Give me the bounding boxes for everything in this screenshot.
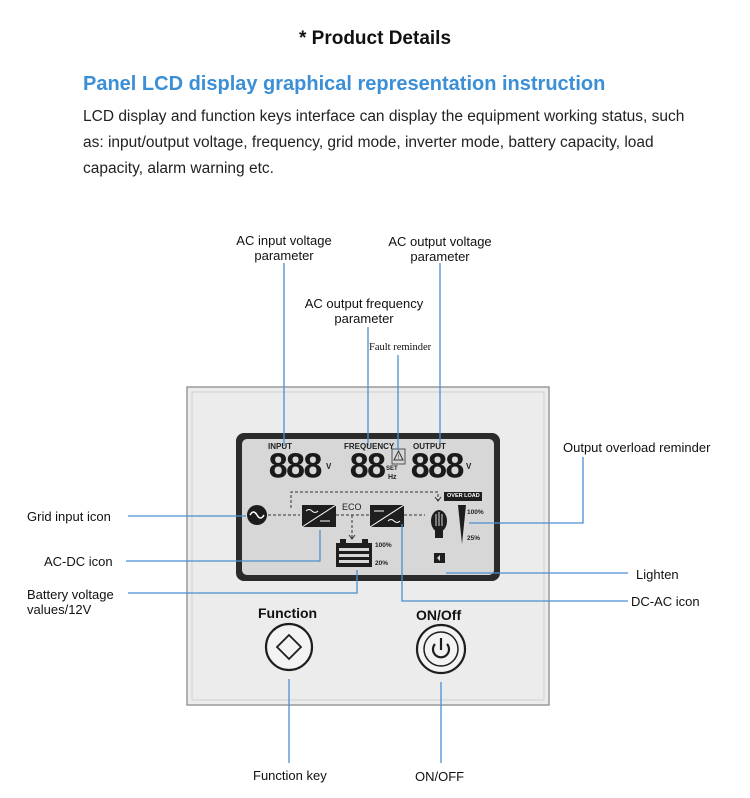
intro-paragraph: LCD display and function keys interface …	[83, 108, 685, 177]
callout-grid-input-icon: Grid input icon	[27, 509, 111, 524]
section-heading: Panel LCD display graphical representati…	[83, 73, 606, 95]
lcd-input-label: INPUT	[268, 442, 292, 451]
lcd-input-voltage: 888	[268, 449, 323, 489]
on-off-key-label: ON/Off	[416, 607, 462, 623]
lcd-output-label: OUTPUT	[413, 442, 446, 451]
lcd-batt-low: 20%	[375, 560, 389, 567]
lcd-load-low: 25%	[467, 535, 481, 542]
callout-ac-output-frequency: AC output frequency parameter	[304, 296, 424, 326]
callout-ac-dc-icon: AC-DC icon	[44, 554, 113, 569]
lcd-frequency: 88	[349, 449, 387, 489]
lcd-screen	[242, 439, 494, 575]
lcd-load-high: 100%	[467, 509, 484, 516]
fault-warning-icon	[393, 449, 404, 461]
lcd-set-label: SET	[386, 466, 398, 472]
lcd-batt-high: 100%	[375, 542, 392, 549]
callout-ac-output-voltage: AC output voltage parameter	[388, 234, 492, 264]
lcd-input-unit: V	[326, 462, 332, 471]
callout-fault-reminder: Fault reminder	[369, 342, 432, 353]
lcd-output-voltage: 888	[410, 449, 465, 489]
page-title: * Product Details	[298, 28, 452, 49]
lcd-hz-label: Hz	[388, 474, 397, 481]
lcd-output-unit: V	[466, 462, 472, 471]
callout-lighten: Lighten	[636, 567, 679, 582]
function-key	[264, 622, 314, 672]
callout-function-key: Function key	[253, 768, 327, 783]
callout-dc-ac-icon: DC-AC icon	[631, 594, 700, 609]
svg-text:!: !	[398, 455, 400, 461]
callout-output-overload: Output overload reminder	[563, 440, 711, 455]
lcd-eco-label: ECO	[342, 502, 362, 512]
lcd-overload-label: OVER LOAD	[447, 493, 480, 499]
lcd-frequency-label: FREQUENCY	[344, 442, 395, 451]
callout-battery-voltage: Battery voltage values/12V	[27, 587, 114, 617]
function-key-label: Function	[258, 605, 318, 621]
callout-on-off: ON/OFF	[415, 769, 465, 784]
callout-ac-input-voltage: AC input voltage parameter	[236, 233, 332, 263]
load-level-bar	[458, 505, 466, 544]
